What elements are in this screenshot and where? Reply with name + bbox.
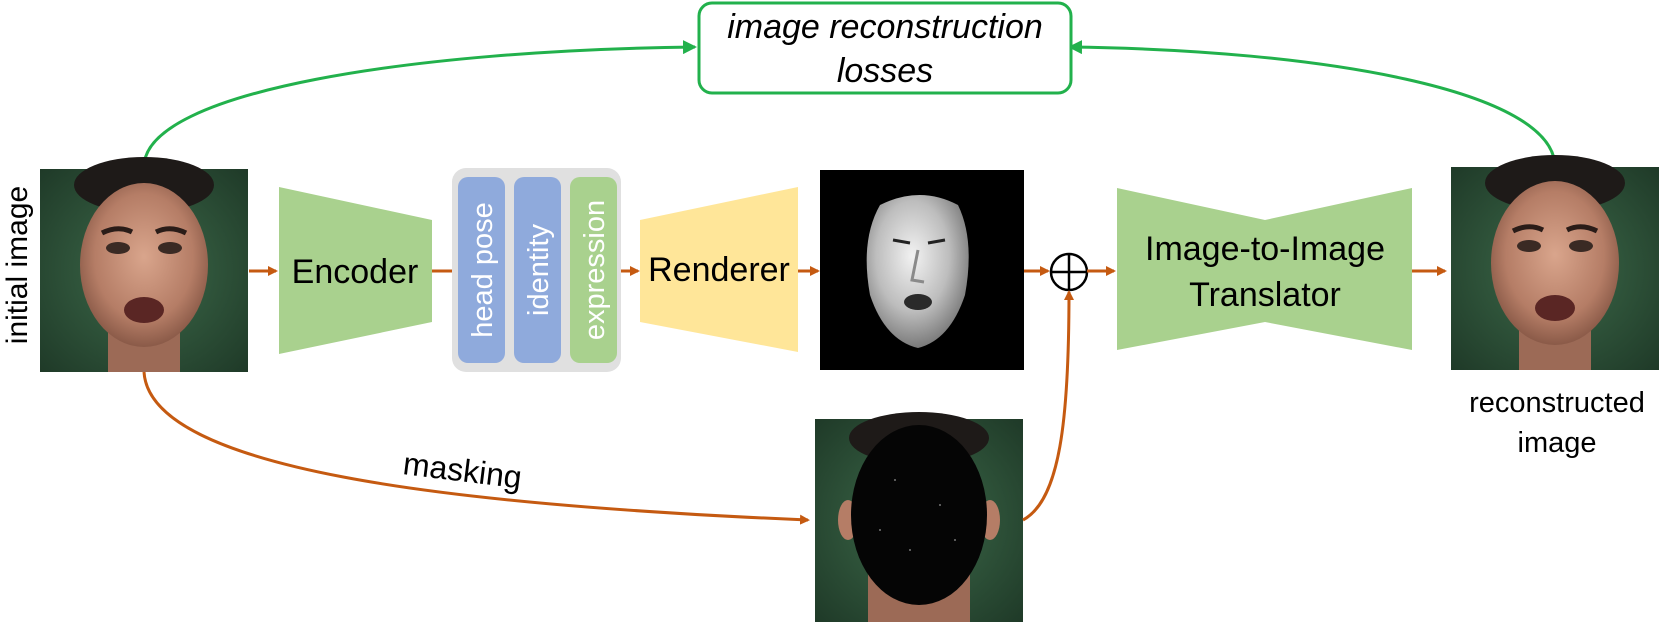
output-face-photo bbox=[1451, 155, 1659, 370]
translator-label-line1: Image-to-Image bbox=[1145, 230, 1385, 268]
input-image-label: initial image bbox=[1, 186, 34, 344]
rendered-face-mesh bbox=[820, 170, 1024, 370]
latent-identity-bar bbox=[514, 177, 561, 363]
masked-face-photo bbox=[815, 412, 1023, 622]
renderer-label: Renderer bbox=[648, 251, 790, 289]
arrow-input-to-masked bbox=[142, 371, 810, 525]
translator-block bbox=[1117, 188, 1412, 350]
arrow-masked-to-combine bbox=[1022, 290, 1074, 522]
latent-head-pose-bar bbox=[458, 177, 505, 363]
translator-label-line2: Translator bbox=[1189, 276, 1341, 314]
loss-arrow-from-output bbox=[1068, 40, 1557, 168]
output-image-label-line2: image bbox=[1518, 427, 1597, 459]
encoder-block bbox=[279, 187, 432, 354]
encoder-label: Encoder bbox=[292, 253, 419, 291]
renderer-block bbox=[640, 187, 798, 352]
latent-expression-bar bbox=[570, 177, 617, 363]
loss-label-line2: losses bbox=[837, 52, 933, 90]
circled-plus-icon bbox=[1049, 252, 1089, 292]
loss-label-line1: image reconstruction bbox=[727, 8, 1043, 46]
loss-arrow-from-input bbox=[142, 40, 697, 168]
latent-expression-label: expression bbox=[579, 200, 611, 340]
latent-head-pose-label: head pose bbox=[467, 202, 499, 337]
loss-box bbox=[697, 1, 1073, 95]
input-face-photo bbox=[40, 157, 248, 372]
latent-identity-label: identity bbox=[523, 224, 555, 316]
output-image-label-line1: reconstructed bbox=[1469, 387, 1645, 419]
